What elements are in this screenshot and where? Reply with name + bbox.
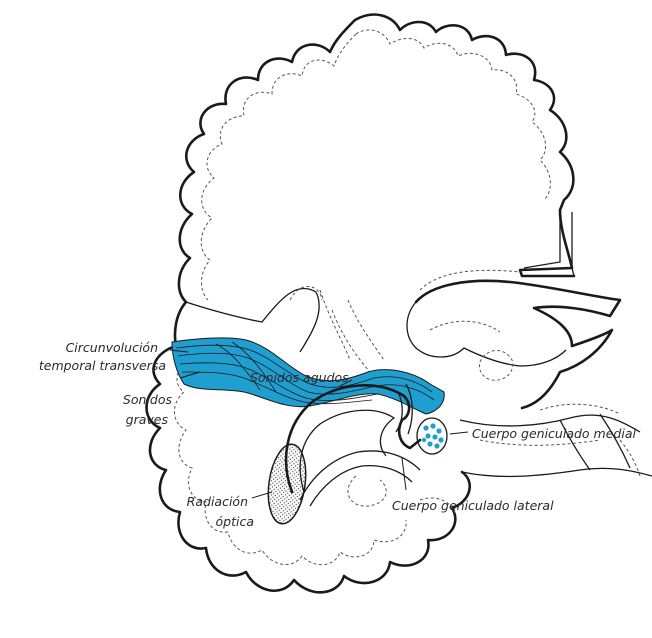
label-lateral-geniculate: Cuerpo geniculado lateral [392, 498, 554, 513]
label-transverse-gyrus-line1: Circunvolución [66, 340, 158, 355]
label-low-sounds-line1: Sonidos [123, 392, 173, 407]
cortex-outer-outline [175, 15, 574, 346]
label-high-sounds: Sonidos agudos [250, 370, 349, 385]
leader-medial-geniculate [450, 432, 468, 434]
label-low-sounds-line2: graves [126, 412, 169, 427]
medial-geniculate-body [417, 418, 447, 454]
label-optic-radiation-line2: óptica [216, 514, 255, 529]
label-medial-geniculate: Cuerpo geniculado medial [472, 426, 636, 441]
optic-radiation [264, 442, 311, 526]
insula-sulci [290, 286, 384, 372]
lateral-ventricle-outline [416, 281, 620, 408]
cortex-inner-line [201, 30, 550, 300]
label-optic-radiation-line1: Radiación [187, 494, 248, 509]
label-transverse-gyrus-line2: temporal transversa [39, 358, 166, 373]
brainstem-outline [460, 414, 652, 476]
